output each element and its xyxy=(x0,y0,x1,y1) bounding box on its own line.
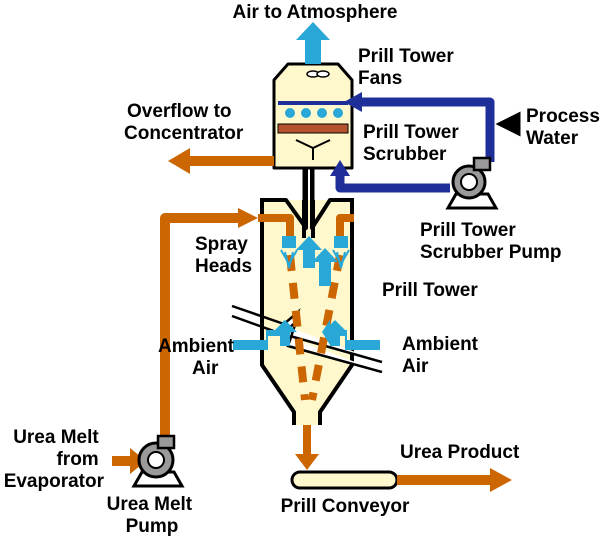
urea-melt-feed-line xyxy=(160,213,240,440)
scrubber-packed-bed xyxy=(277,123,349,134)
spray-nozzle-icon xyxy=(332,236,350,269)
scrubber-spray-bar xyxy=(278,101,348,105)
prill-stream-lines xyxy=(286,254,344,401)
label-urea-melt-pump: Urea Melt Pump xyxy=(107,494,198,537)
overflow-line xyxy=(188,156,274,166)
prill-tower-scrubber-housing xyxy=(272,62,354,170)
ambient-air-right-arrow xyxy=(322,320,380,350)
process-water-line xyxy=(352,97,495,162)
process-water-arrowhead xyxy=(344,92,362,112)
feed-line-arrowhead xyxy=(238,208,258,228)
fan-icon xyxy=(306,70,330,78)
label-prill-tower-scrubber: Prill Tower Scrubber xyxy=(363,122,464,165)
label-process-water: Process Water xyxy=(526,106,600,149)
tower-to-scrubber-duct xyxy=(302,168,315,200)
recirculation-arrowhead xyxy=(330,160,350,176)
label-overflow-to-concentrator: Overflow to Concentrator xyxy=(124,101,244,144)
scrubber-spray-drops xyxy=(285,108,343,118)
urea-product-arrowhead xyxy=(490,468,512,492)
evaporator-feed-line xyxy=(112,456,138,466)
label-urea-product: Urea Product xyxy=(400,442,520,463)
label-prill-tower-scrubber-pump: Prill Tower Scrubber Pump xyxy=(420,220,561,263)
label-prill-tower: Prill Tower xyxy=(382,280,478,301)
ambient-air-left-arrow xyxy=(233,320,291,350)
product-outlet-arrowhead xyxy=(295,454,319,470)
product-outlet-pipe xyxy=(303,425,311,461)
scrubber-sump-funnel xyxy=(295,139,331,160)
label-urea-melt-from-evaporator: Urea Melt from Evaporator xyxy=(4,427,105,492)
label-ambient-air-left: Ambient Air xyxy=(158,336,239,379)
scrubber-recirculation-line xyxy=(335,168,450,193)
overflow-arrowhead xyxy=(168,148,190,174)
spray-feed-lines xyxy=(258,214,354,240)
air-to-atmosphere-arrow xyxy=(296,22,330,64)
urea-product-line xyxy=(397,475,492,485)
label-spray-heads: Spray Heads xyxy=(195,234,253,277)
label-air-to-atmosphere: Air to Atmosphere xyxy=(232,2,397,23)
label-ambient-air-right: Ambient Air xyxy=(402,334,483,377)
spray-nozzle-icon xyxy=(280,236,298,269)
centrifugal-pump-icon xyxy=(445,156,499,210)
label-prill-conveyor: Prill Conveyor xyxy=(281,496,410,517)
label-prill-tower-fans: Prill Tower Fans xyxy=(358,46,459,89)
prill-conveyor xyxy=(290,470,399,490)
centrifugal-pump-icon xyxy=(131,434,185,488)
